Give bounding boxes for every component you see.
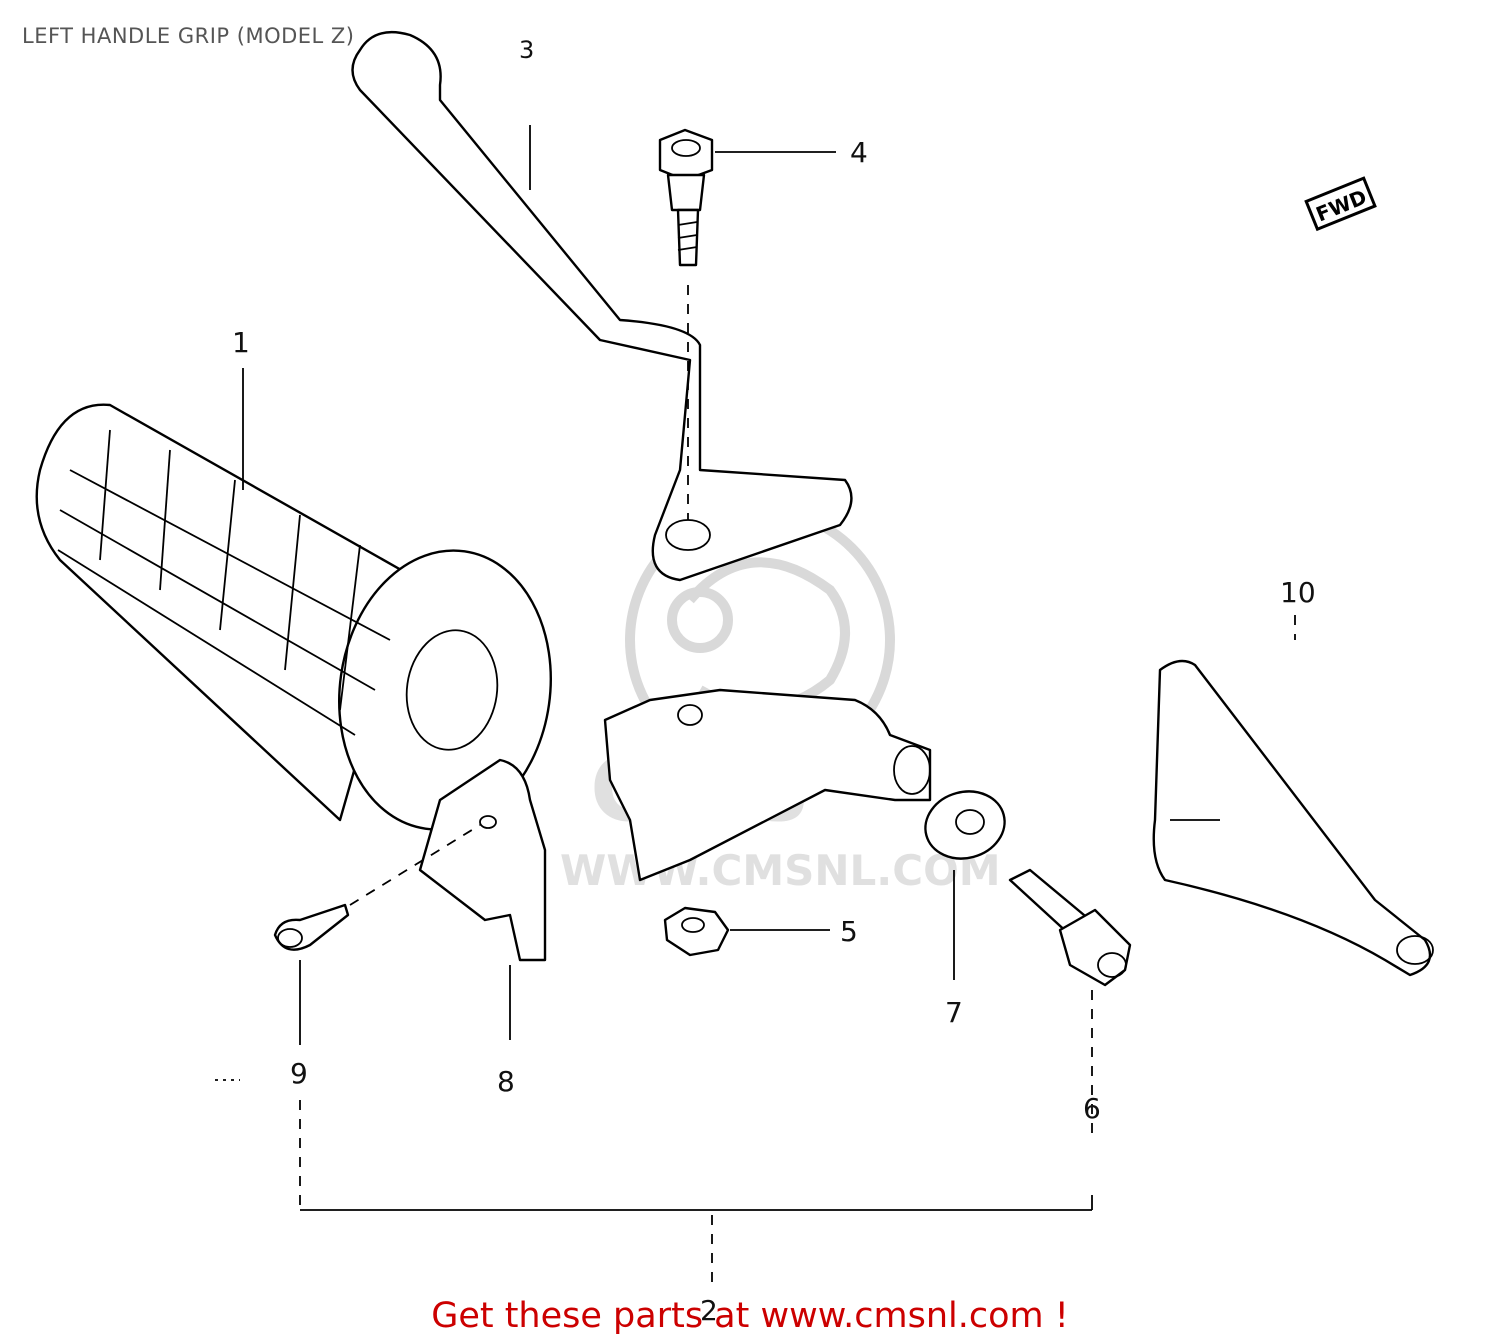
part-5-nut[interactable]: [663, 906, 730, 957]
part-3-lever[interactable]: [351, 30, 853, 582]
part-4-bolt[interactable]: [658, 128, 714, 267]
callout-10: 10: [1280, 576, 1316, 609]
part-10-cover[interactable]: [1152, 659, 1434, 977]
watermark-url: WWW.CMSNL.COM: [560, 846, 1001, 895]
callout-6: 6: [1083, 1092, 1101, 1125]
part-6-adjuster[interactable]: [1008, 868, 1132, 987]
callout-7: 7: [945, 996, 963, 1029]
diagram-title: LEFT HANDLE GRIP (MODEL Z): [22, 24, 355, 48]
callout-1: 1: [232, 326, 250, 359]
callout-labels: 1 2 3 4 5 6 7 8 9 10: [232, 36, 1316, 1327]
part-7-collar[interactable]: [918, 783, 1012, 867]
leader-lines: [215, 125, 1296, 1290]
part-8-clamp[interactable]: [418, 758, 547, 962]
part-9-screw[interactable]: [273, 903, 350, 951]
part-1-grip[interactable]: [35, 403, 569, 844]
lever-bracket[interactable]: [603, 688, 932, 882]
callout-5: 5: [840, 915, 858, 948]
callout-3: 3: [519, 36, 534, 64]
footer-cta-link[interactable]: Get these parts at www.cmsnl.com !: [431, 1296, 1069, 1336]
callout-2: 2: [700, 1294, 718, 1327]
callout-9: 9: [290, 1057, 308, 1090]
callout-4: 4: [850, 136, 868, 169]
callout-8: 8: [497, 1065, 515, 1098]
fwd-marker: FWD: [1304, 176, 1377, 232]
